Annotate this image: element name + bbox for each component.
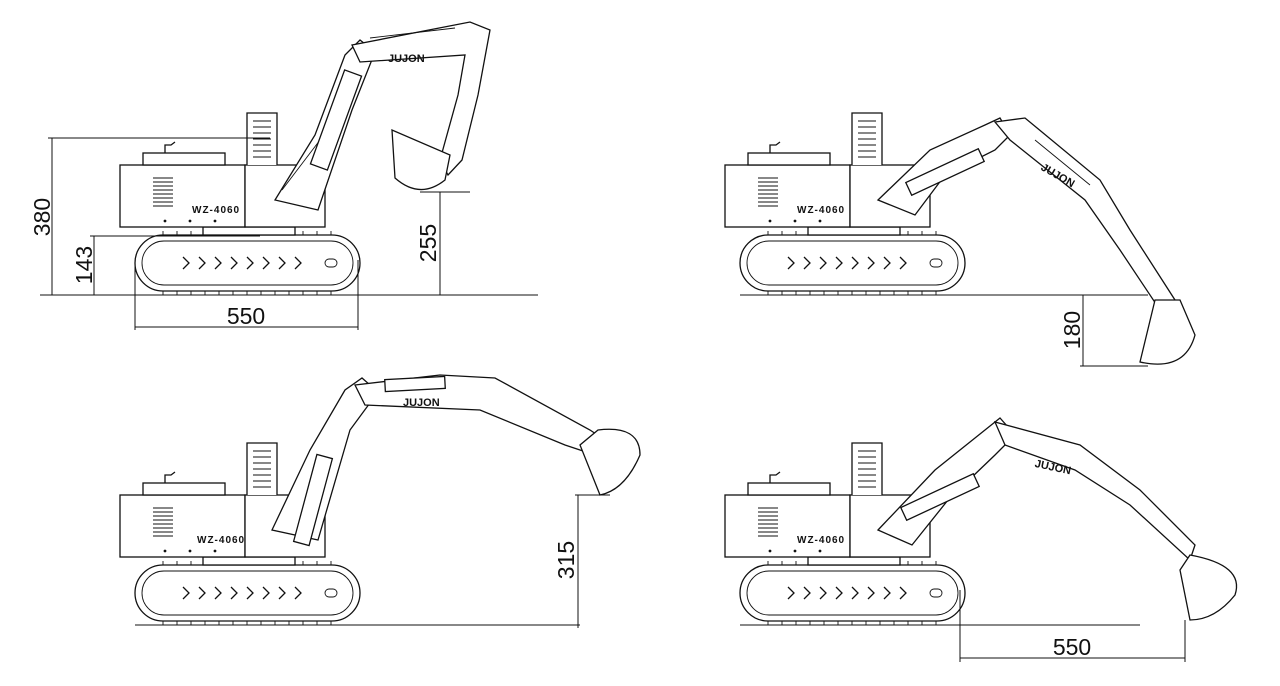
model-label: WZ-4060 xyxy=(797,205,845,216)
brand-label: JUJON xyxy=(403,397,440,409)
dim-180: 180 xyxy=(1059,311,1085,349)
model-label: WZ-4060 xyxy=(197,535,245,546)
view-1-excavator: JUJON WZ-4060 380 143 550 255 xyxy=(29,21,538,330)
view-3-excavator: JUJON WZ-4060 315 xyxy=(119,374,641,628)
brand-label: JUJON xyxy=(388,53,425,65)
dim-380: 380 xyxy=(29,198,55,236)
view-4-excavator: JUJON WZ-4060 550 xyxy=(724,417,1238,662)
dim-315: 315 xyxy=(553,541,579,579)
model-label: WZ-4060 xyxy=(797,535,845,546)
dim-255: 255 xyxy=(415,224,441,262)
view-2-excavator: JUJON WZ-4060 180 xyxy=(724,112,1196,367)
model-label: WZ-4060 xyxy=(192,205,240,216)
dim-143: 143 xyxy=(71,246,97,284)
dim-550: 550 xyxy=(227,303,265,329)
dim-550: 550 xyxy=(1053,634,1091,660)
